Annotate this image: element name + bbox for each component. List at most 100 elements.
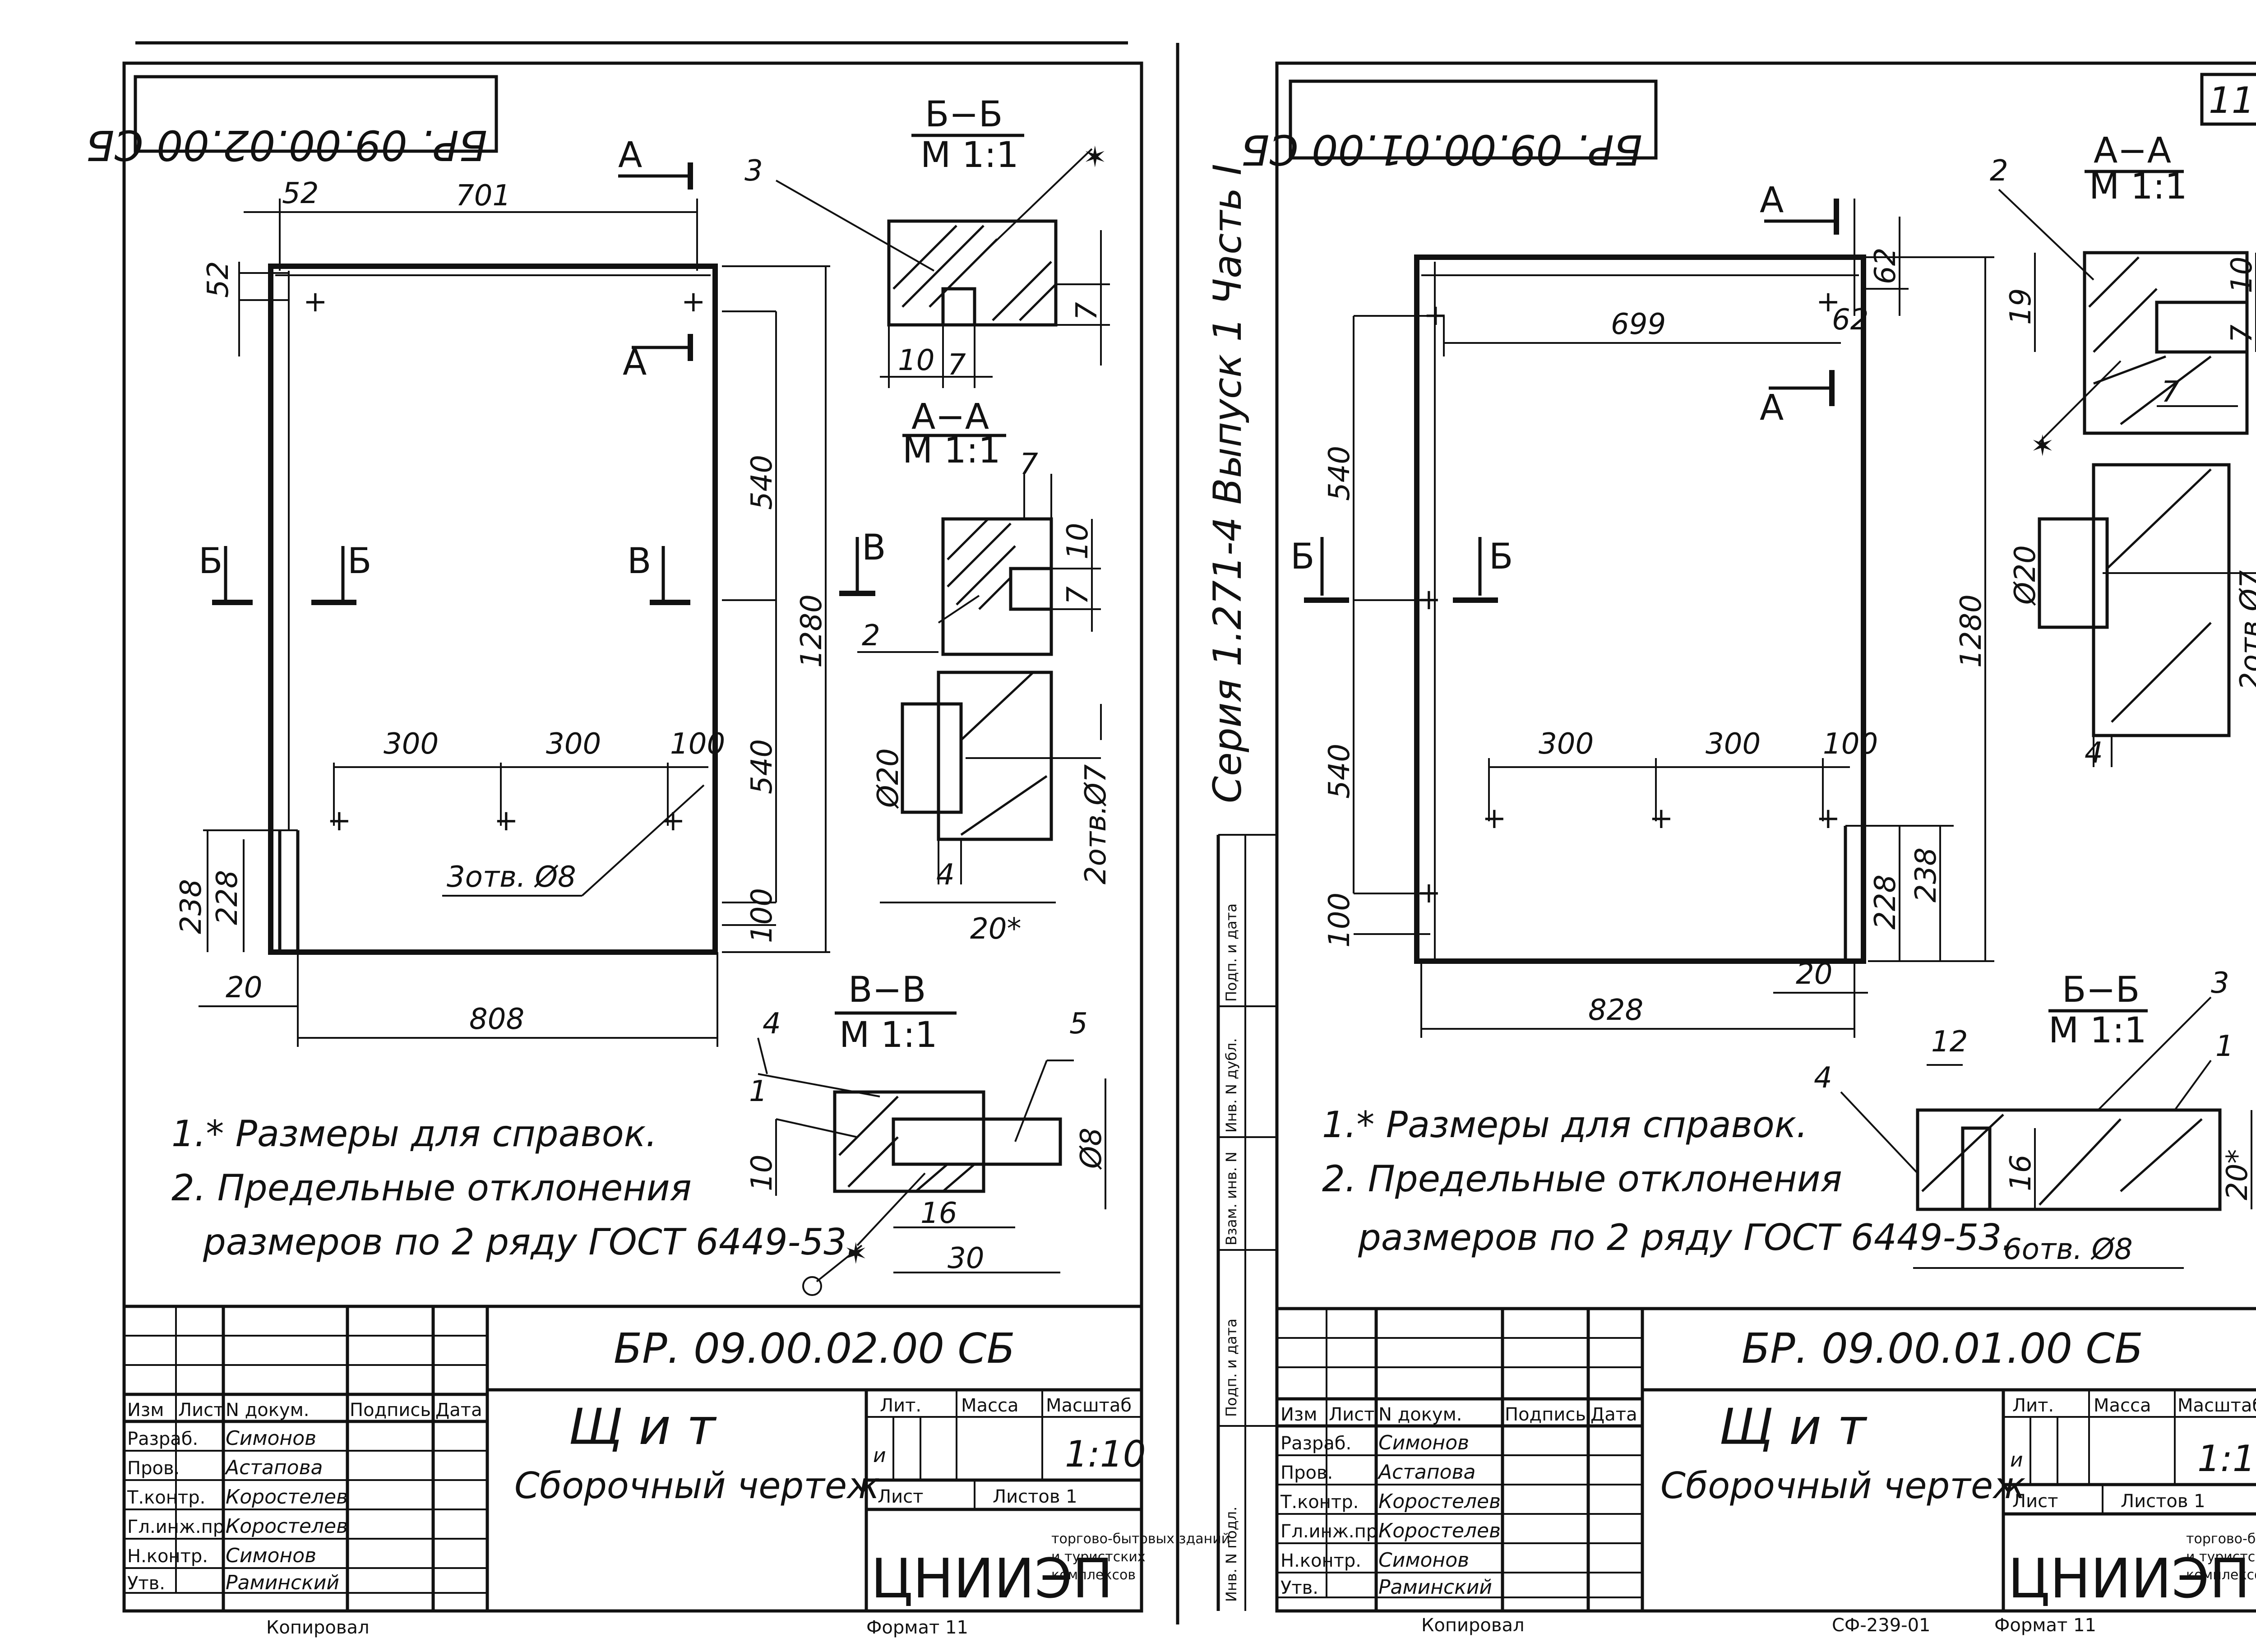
svg-text:Утв.: Утв. <box>127 1573 165 1594</box>
svg-text:Подп. и дата: Подп. и дата <box>1223 1319 1240 1417</box>
svg-text:Листов 1: Листов 1 <box>993 1486 1077 1507</box>
left-leader-1: 1 <box>749 1075 767 1108</box>
left-leader-4: 4 <box>763 1007 781 1041</box>
svg-text:Лист: Лист <box>178 1400 224 1421</box>
right-panel <box>1414 255 1954 964</box>
right-leader-2: 2 <box>1990 154 2008 188</box>
right-section-aa: А−А М 1:1 2 ✶ 19 10 7 7 Ø20 <box>1990 130 2256 770</box>
left-title-block: Изм Лист N докум. Подпись Дата Разраб. П… <box>124 1305 1230 1611</box>
left-section-vv: В−В М 1:1 ✶ 4 1 5 10 Ø8 16 <box>745 970 1108 1296</box>
svg-text:Подпись: Подпись <box>1505 1404 1586 1425</box>
svg-text:М 1:1: М 1:1 <box>839 1015 938 1055</box>
svg-text:2отв.Ø7: 2отв.Ø7 <box>1079 764 1113 884</box>
svg-text:В: В <box>862 528 886 568</box>
svg-text:+: + <box>303 285 328 319</box>
svg-text:Инв. N подл.: Инв. N подл. <box>1223 1507 1240 1602</box>
svg-text:и: и <box>873 1444 886 1467</box>
svg-text:300: 300 <box>546 727 601 761</box>
left-leader-5: 5 <box>1069 1007 1088 1041</box>
svg-text:Симонов: Симонов <box>226 1544 316 1567</box>
svg-text:ЦНИИЭП: ЦНИИЭП <box>871 1548 1113 1610</box>
svg-text:Пров.: Пров. <box>127 1458 180 1479</box>
svg-text:+: + <box>681 285 706 319</box>
svg-text:Б: Б <box>347 541 372 582</box>
svg-text:Сборочный чертеж: Сборочный чертеж <box>514 1465 879 1507</box>
svg-text:238: 238 <box>175 879 208 934</box>
svg-text:А: А <box>1760 388 1784 428</box>
svg-text:20: 20 <box>226 971 262 1004</box>
svg-text:Астапова: Астапова <box>1377 1461 1475 1484</box>
svg-text:20: 20 <box>1796 958 1832 991</box>
svg-text:1:10: 1:10 <box>2197 1438 2256 1480</box>
svg-text:+: + <box>1482 802 1507 835</box>
svg-text:Разраб.: Разраб. <box>1281 1433 1351 1454</box>
svg-text:Коростелев: Коростелев <box>226 1515 348 1538</box>
left-cut-marks: А А Б Б В В <box>199 135 886 605</box>
svg-text:Гл.инж.пр.: Гл.инж.пр. <box>127 1517 230 1537</box>
svg-text:Лист: Лист <box>878 1486 923 1507</box>
svg-text:Симонов: Симонов <box>226 1427 316 1450</box>
svg-text:торгово-бытовых зданий: торгово-бытовых зданий <box>2186 1531 2256 1547</box>
svg-text:1280: 1280 <box>795 594 828 668</box>
svg-text:А: А <box>618 135 642 176</box>
svg-text:Сборочный чертеж: Сборочный чертеж <box>1660 1465 2025 1507</box>
svg-text:540: 540 <box>745 455 779 510</box>
svg-text:100: 100 <box>745 888 779 943</box>
left-dimensions: 52 701 52 + + 540 540 1280 100 300 <box>175 177 830 1047</box>
svg-text:1.* Размеры для справок.: 1.* Размеры для справок. <box>1322 1104 1808 1146</box>
right-leader-4: 4 <box>1814 1061 1832 1095</box>
svg-text:10: 10 <box>1061 523 1095 560</box>
svg-text:52: 52 <box>202 261 235 298</box>
svg-text:+: + <box>1417 583 1441 616</box>
svg-text:2отв.Ø7: 2отв.Ø7 <box>2234 570 2256 690</box>
svg-text:701: 701 <box>456 179 511 213</box>
svg-text:М 1:1: М 1:1 <box>2048 1010 2147 1051</box>
svg-text:М 1:1: М 1:1 <box>920 135 1019 176</box>
svg-text:Изм: Изм <box>1281 1404 1317 1425</box>
svg-text:Б: Б <box>1290 537 1315 577</box>
svg-text:N докум.: N докум. <box>1378 1404 1462 1425</box>
svg-text:Лист: Лист <box>2012 1491 2058 1512</box>
svg-text:100: 100 <box>670 727 725 761</box>
svg-text:М 1:1: М 1:1 <box>902 430 1001 471</box>
svg-text:N докум.: N докум. <box>226 1400 310 1421</box>
svg-text:828: 828 <box>1588 994 1643 1027</box>
left-notes: 1.* Размеры для справок. 2. Предельные о… <box>171 1113 858 1263</box>
svg-text:Лит.: Лит. <box>2012 1395 2054 1416</box>
svg-text:4: 4 <box>2085 736 2103 770</box>
svg-text:7: 7 <box>1020 448 1038 481</box>
svg-text:Ø8: Ø8 <box>1075 1128 1108 1170</box>
svg-text:Разраб.: Разраб. <box>127 1429 198 1449</box>
right-sheet-number: 110 <box>2209 79 2256 121</box>
svg-text:комплексов: комплексов <box>2186 1567 2256 1583</box>
right-title-block: Изм Лист N докум. Подпись Дата Разраб. П… <box>1277 1307 2256 1611</box>
svg-text:Н.контр.: Н.контр. <box>1281 1550 1361 1571</box>
svg-text:Т.контр.: Т.контр. <box>127 1487 205 1508</box>
svg-text:и туристских: и туристских <box>1051 1549 1146 1565</box>
svg-text:В: В <box>627 541 652 582</box>
svg-text:+: + <box>1816 285 1840 319</box>
svg-text:300: 300 <box>1706 727 1761 761</box>
svg-text:Масса: Масса <box>961 1395 1019 1416</box>
svg-text:Копировал: Копировал <box>1421 1615 1525 1636</box>
svg-text:20*: 20* <box>970 912 1021 946</box>
svg-text:Б−Б: Б−Б <box>2062 970 2140 1010</box>
svg-text:БР. 09.00.02.00 СБ: БР. 09.00.02.00 СБ <box>614 1324 1015 1373</box>
left-leader-3: 3 <box>744 154 763 188</box>
right-cut-marks: А А Б Б <box>1290 180 1839 603</box>
svg-text:комплексов: комплексов <box>1051 1567 1136 1583</box>
right-sheet-frame <box>1275 61 2256 1613</box>
right-side-strip: Инв. N подл. Подп. и дата Взам. инв. N И… <box>1216 834 1277 1611</box>
svg-text:Копировал: Копировал <box>266 1617 370 1638</box>
svg-text:Лист: Лист <box>1329 1404 1374 1425</box>
left-sheet-frame <box>122 61 1143 1613</box>
svg-text:Взам. инв. N: Взам. инв. N <box>1223 1152 1240 1245</box>
svg-text:Б−Б: Б−Б <box>925 94 1003 135</box>
svg-text:+: + <box>494 804 518 838</box>
svg-text:А−А: А−А <box>911 397 989 437</box>
svg-text:16: 16 <box>920 1197 957 1230</box>
svg-text:808: 808 <box>469 1003 524 1036</box>
svg-text:А: А <box>623 342 647 383</box>
svg-text:62: 62 <box>1869 248 1902 284</box>
